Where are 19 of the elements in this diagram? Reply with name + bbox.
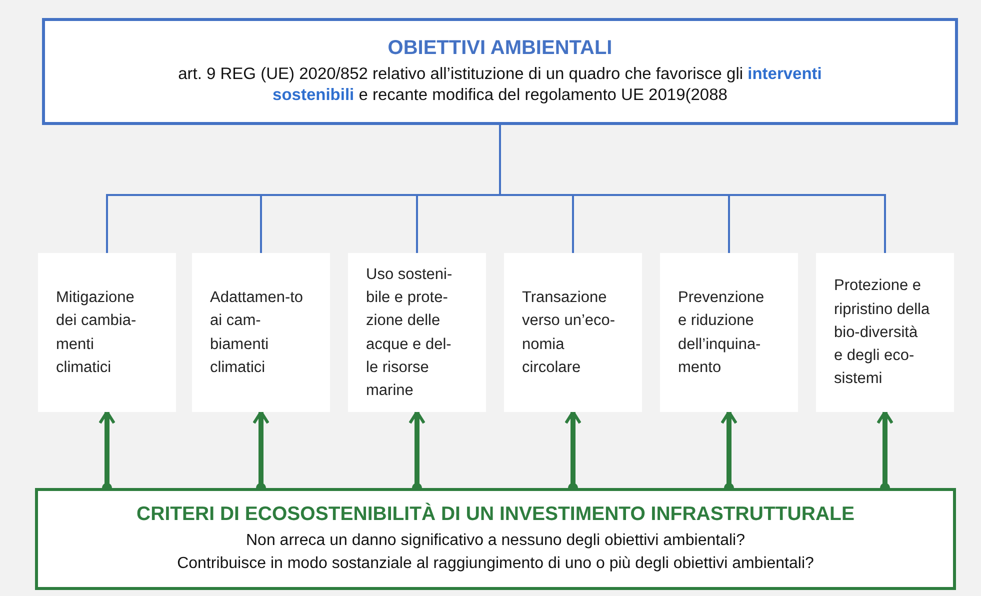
- objective-box: [504, 253, 642, 412]
- criteria-box: [35, 488, 956, 590]
- objective-box: [348, 253, 486, 412]
- objective-text: Mitigazione dei cambia-menti climatici: [56, 288, 138, 378]
- objective-box: [816, 253, 954, 412]
- question-text: Contribuisce in modo sostanziale al raggiungimento di uno o più degli obiettivi ambientali?: [177, 554, 814, 574]
- objective-text: Adattamen-to ai cam-biamenti climatici: [210, 288, 304, 378]
- heading: OBIETTIVI AMBIENTALI: [388, 36, 612, 60]
- objectives-header-box: [42, 18, 958, 125]
- objective-box: [192, 253, 330, 412]
- objective-text: Uso sosteni-bile e prote-zione delle acque e del-le risorse marine: [366, 264, 454, 401]
- heading: CRITERI DI ECOSOSTENIBILITÀ DI UN INVESTIMENTO INFRASTRUTTURALE: [136, 503, 854, 526]
- objective-text: Transazione verso un’eco-nomia circolare: [522, 288, 616, 378]
- description-text: art. 9 REG (UE) 2020/852 relativo all’istituzione di un quadro che favorisce gli interventi sostenibili e recante modifica del regolamento UE 2019(2088: [177, 64, 823, 106]
- objective-text: Protezione e ripristino della bio-diversità e degli eco-sistemi: [834, 276, 930, 390]
- objective-box: [38, 253, 176, 412]
- objective-box: [660, 253, 798, 412]
- objective-text: Prevenzione e riduzione dell’inquina-mento: [678, 288, 766, 378]
- question-text: Non arreca un danno significativo a nessuno degli obiettivi ambientali?: [246, 531, 745, 552]
